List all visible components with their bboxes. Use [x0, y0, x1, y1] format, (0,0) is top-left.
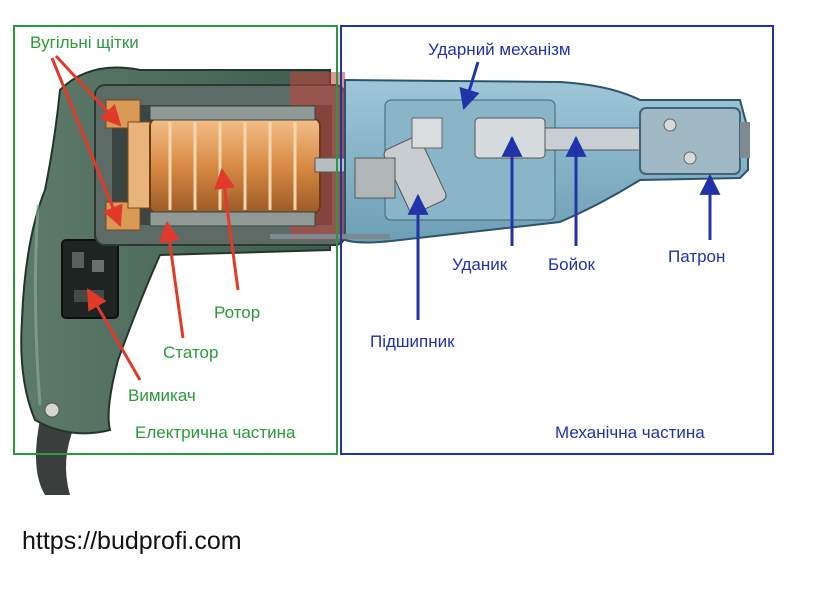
stator [149, 105, 316, 121]
firing-pin [544, 127, 641, 151]
source-url: https://budprofi.com [22, 527, 242, 555]
label-striker: Уданик [452, 255, 508, 274]
label-mechanical-part: Механічна частина [555, 423, 705, 442]
label-chuck: Патрон [668, 247, 725, 266]
label-stator: Статор [163, 343, 218, 362]
label-bearing: Підшипник [370, 332, 455, 351]
electrical-arrows [50, 54, 240, 381]
chuck [639, 107, 750, 175]
power-cord [36, 420, 75, 495]
trigger-switch [61, 239, 119, 319]
drill-illustration [20, 66, 750, 495]
mechanical-arrows [407, 61, 721, 320]
label-rotor: Ротор [214, 303, 260, 322]
label-firing-pin: Бойок [548, 255, 596, 274]
label-electrical-part: Електрична частина [135, 423, 296, 442]
bearing-gear [354, 117, 447, 214]
rotor [149, 117, 321, 215]
label-impact-mechanism: Ударний механізм [428, 40, 571, 59]
label-switch: Вимикач [128, 386, 196, 405]
mechanical-part-box [340, 25, 774, 455]
label-brushes: Вугільні щітки [30, 33, 139, 52]
striker-piston [474, 117, 546, 159]
electrical-part-box [13, 25, 338, 455]
